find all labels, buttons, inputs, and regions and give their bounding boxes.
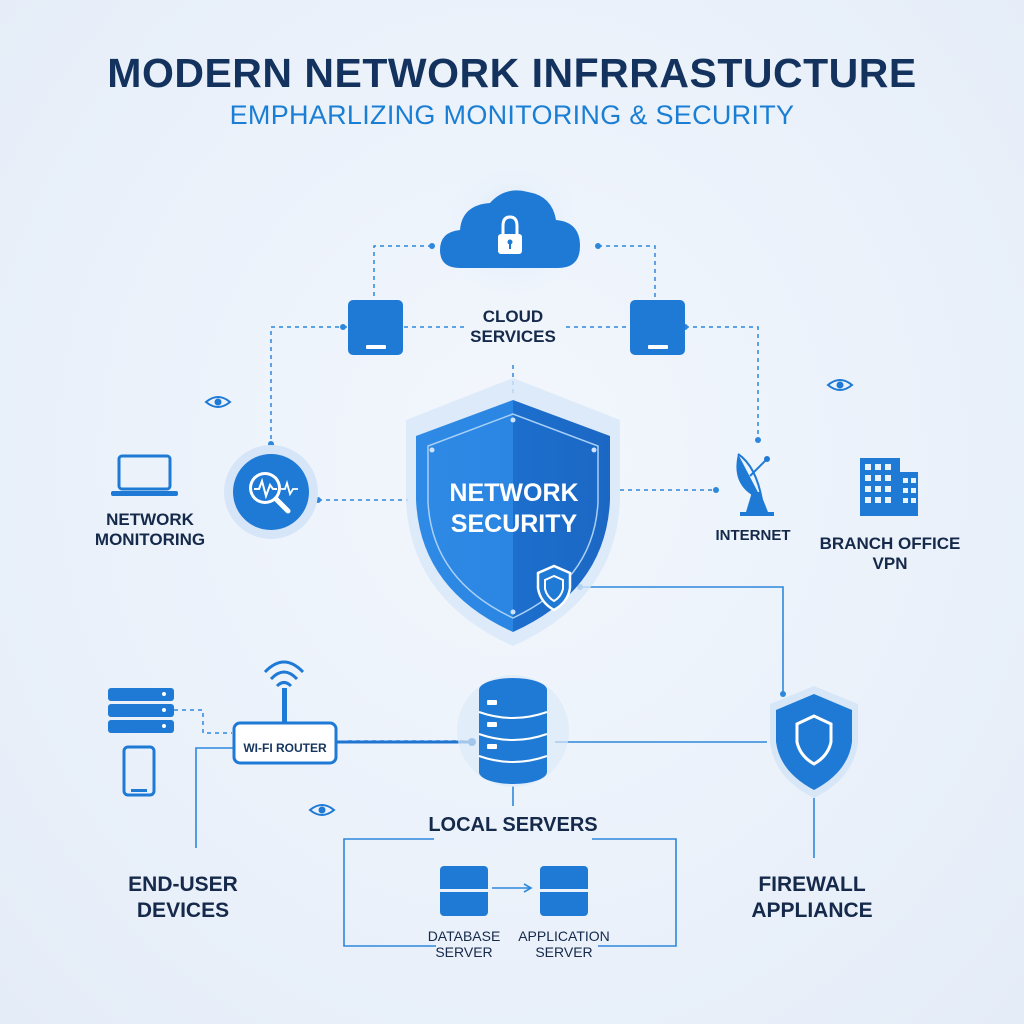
page-subtitle: EMPHARLIZING MONITORING & SECURITY <box>229 100 795 130</box>
label-line: VPN <box>872 553 908 573</box>
smartphone-icon <box>122 745 156 797</box>
label-line: APPLICATION <box>518 928 610 944</box>
server-rack-icon <box>108 688 174 733</box>
wifi-router-icon <box>232 660 338 765</box>
link-dot <box>429 243 435 249</box>
satellite-dish-icon <box>736 453 774 516</box>
label-line: APPLIANCE <box>751 899 873 923</box>
firewall-shield-icon <box>770 686 858 798</box>
link-dot <box>780 691 786 697</box>
application-server-label: APPLICATION SERVER <box>508 928 620 960</box>
cloud-gateway-left-icon <box>348 300 403 355</box>
link-dot <box>595 243 601 249</box>
label-line: BRANCH OFFICE <box>819 534 961 553</box>
label-line: SERVER <box>535 944 593 961</box>
wifi-router-label: WI-FI ROUTER <box>243 741 327 755</box>
small-shield-icon <box>536 564 572 612</box>
page-title: MODERN NETWORK INFRRASTUCTURE <box>107 50 917 96</box>
label-line: SERVER <box>435 944 493 961</box>
label-line: END-USER <box>128 873 238 896</box>
solid-connector-lines <box>195 586 815 947</box>
branch-office-label: BRANCH OFFICE VPN <box>810 534 970 573</box>
application-server-icon <box>540 866 588 916</box>
label-line: CLOUD <box>482 307 544 326</box>
label-line: NETWORK <box>106 510 194 529</box>
eye-icon <box>826 379 854 391</box>
label-line: SECURITY <box>450 510 578 539</box>
label-line: MONITORING <box>94 529 206 549</box>
label-line: DATABASE <box>427 928 501 944</box>
network-monitoring-label: NETWORK MONITORING <box>70 510 230 549</box>
label-line: FIREWALL <box>758 873 866 896</box>
cloud-gateway-right-icon <box>630 300 685 355</box>
monitor-search-icon <box>224 445 318 539</box>
label-line: SERVICES <box>470 326 556 346</box>
internet-label: INTERNET <box>715 527 791 544</box>
database-icon <box>457 675 569 787</box>
laptop-icon <box>111 454 178 496</box>
firewall-appliance-label: FIREWALL APPLIANCE <box>730 872 894 925</box>
database-server-icon <box>440 866 488 916</box>
label-line: DEVICES <box>136 899 230 923</box>
local-servers-label: LOCAL SERVERS <box>428 814 598 836</box>
eye-icon <box>204 396 232 408</box>
eye-icon <box>308 804 336 816</box>
database-server-label: DATABASE SERVER <box>412 928 516 960</box>
cloud-lock-icon <box>440 158 583 298</box>
label-line: NETWORK <box>449 479 579 507</box>
link-dot <box>713 487 719 493</box>
end-user-devices-label: END-USER DEVICES <box>108 872 258 925</box>
network-security-label: NETWORK SECURITY <box>412 478 616 541</box>
cloud-services-label: CLOUD SERVICES <box>443 307 583 346</box>
building-icon <box>860 458 918 516</box>
link-dot <box>340 324 346 330</box>
link-dot <box>755 437 761 443</box>
